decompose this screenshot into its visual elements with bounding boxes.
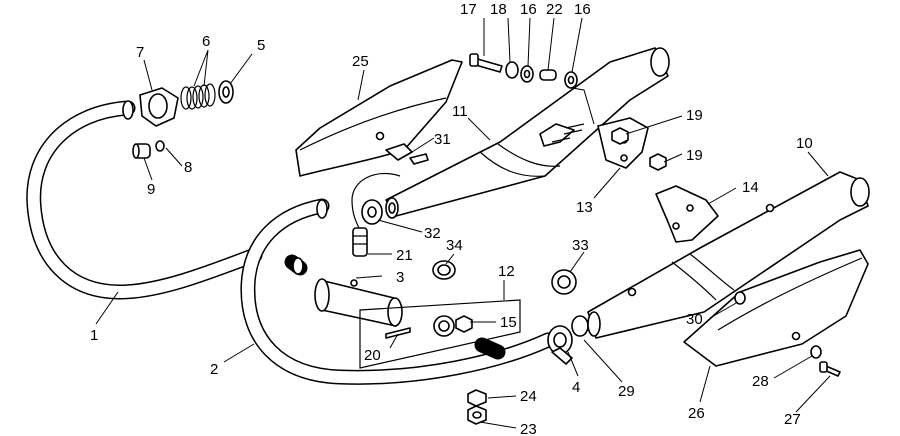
washer-16-a bbox=[520, 65, 534, 83]
exhaust-pipe-2 bbox=[240, 198, 556, 385]
callout-21: 21 bbox=[396, 247, 413, 264]
callout-25: 25 bbox=[352, 53, 369, 70]
callout-19-a: 19 bbox=[686, 107, 703, 124]
callout-16-a: 16 bbox=[520, 1, 537, 18]
screw-27 bbox=[819, 361, 841, 377]
nut-23 bbox=[467, 405, 487, 425]
heat-shield-25 bbox=[295, 59, 463, 177]
callout-16-b: 16 bbox=[574, 1, 591, 18]
catalyst-3 bbox=[314, 278, 403, 327]
callout-11: 11 bbox=[452, 103, 468, 120]
clamp-33 bbox=[551, 269, 577, 295]
callout-23: 23 bbox=[520, 421, 537, 436]
callout-34: 34 bbox=[446, 237, 463, 254]
callout-24: 24 bbox=[520, 388, 537, 405]
silencer-11 bbox=[385, 47, 670, 219]
callout-32: 32 bbox=[424, 225, 441, 242]
group-12 bbox=[359, 299, 521, 369]
nut-19-upper bbox=[611, 127, 629, 145]
callout-29: 29 bbox=[618, 383, 635, 400]
callout-13: 13 bbox=[576, 199, 593, 216]
nut-19-lower bbox=[649, 153, 667, 171]
clamp-4 bbox=[547, 325, 573, 365]
screw-20 bbox=[385, 327, 411, 339]
flange-7 bbox=[139, 87, 179, 127]
washer-30 bbox=[734, 291, 746, 305]
gasket-29 bbox=[571, 315, 589, 337]
springs-6 bbox=[180, 83, 216, 110]
callout-20: 20 bbox=[364, 347, 381, 364]
callout-33: 33 bbox=[572, 237, 589, 254]
bolt-17 bbox=[469, 53, 503, 73]
callout-8: 8 bbox=[184, 159, 192, 176]
callout-5: 5 bbox=[257, 37, 265, 54]
callout-15: 15 bbox=[500, 314, 517, 331]
callout-3: 3 bbox=[396, 269, 404, 286]
callout-6: 6 bbox=[202, 33, 210, 50]
spacer-22 bbox=[539, 69, 557, 81]
sensor-21 bbox=[352, 227, 368, 257]
leader-lines bbox=[95, 17, 831, 429]
exhaust-pipe-1 bbox=[26, 100, 263, 300]
callout-7: 7 bbox=[136, 44, 144, 61]
washer-16-b bbox=[564, 71, 578, 89]
callout-2: 2 bbox=[210, 361, 218, 378]
rubber-18 bbox=[505, 61, 519, 79]
callout-12: 12 bbox=[498, 263, 515, 280]
callout-9: 9 bbox=[147, 181, 155, 198]
clamp-34 bbox=[432, 260, 456, 280]
bracket-14 bbox=[655, 185, 719, 243]
callout-10: 10 bbox=[796, 135, 813, 152]
callout-19-b: 19 bbox=[686, 147, 703, 164]
callout-27: 27 bbox=[784, 411, 801, 428]
callout-26: 26 bbox=[688, 405, 705, 422]
callout-31: 31 bbox=[434, 131, 451, 148]
callout-17: 17 bbox=[460, 1, 477, 18]
studs-13 bbox=[539, 123, 585, 147]
callout-28: 28 bbox=[752, 373, 769, 390]
clamp-12 bbox=[433, 315, 455, 337]
callout-22: 22 bbox=[546, 1, 563, 18]
silencer-10 bbox=[587, 171, 870, 339]
callout-numbers: 1 2 3 4 5 6 7 8 9 10 11 12 13 14 15 16 1… bbox=[90, 1, 813, 436]
washer-28 bbox=[810, 345, 822, 359]
clamp-32 bbox=[361, 199, 383, 225]
nut-15 bbox=[455, 315, 473, 333]
heat-shield-26 bbox=[683, 249, 869, 367]
stud-9 bbox=[132, 143, 151, 159]
nut-24 bbox=[467, 389, 487, 407]
callout-1: 1 bbox=[90, 327, 98, 344]
callout-18: 18 bbox=[490, 1, 507, 18]
gasket-5 bbox=[218, 80, 234, 104]
callout-14: 14 bbox=[742, 179, 759, 196]
sensor-wire bbox=[351, 172, 401, 231]
washer-8 bbox=[155, 140, 165, 152]
callout-4: 4 bbox=[572, 379, 580, 396]
clip-31 bbox=[385, 143, 429, 165]
callout-30: 30 bbox=[686, 311, 703, 328]
